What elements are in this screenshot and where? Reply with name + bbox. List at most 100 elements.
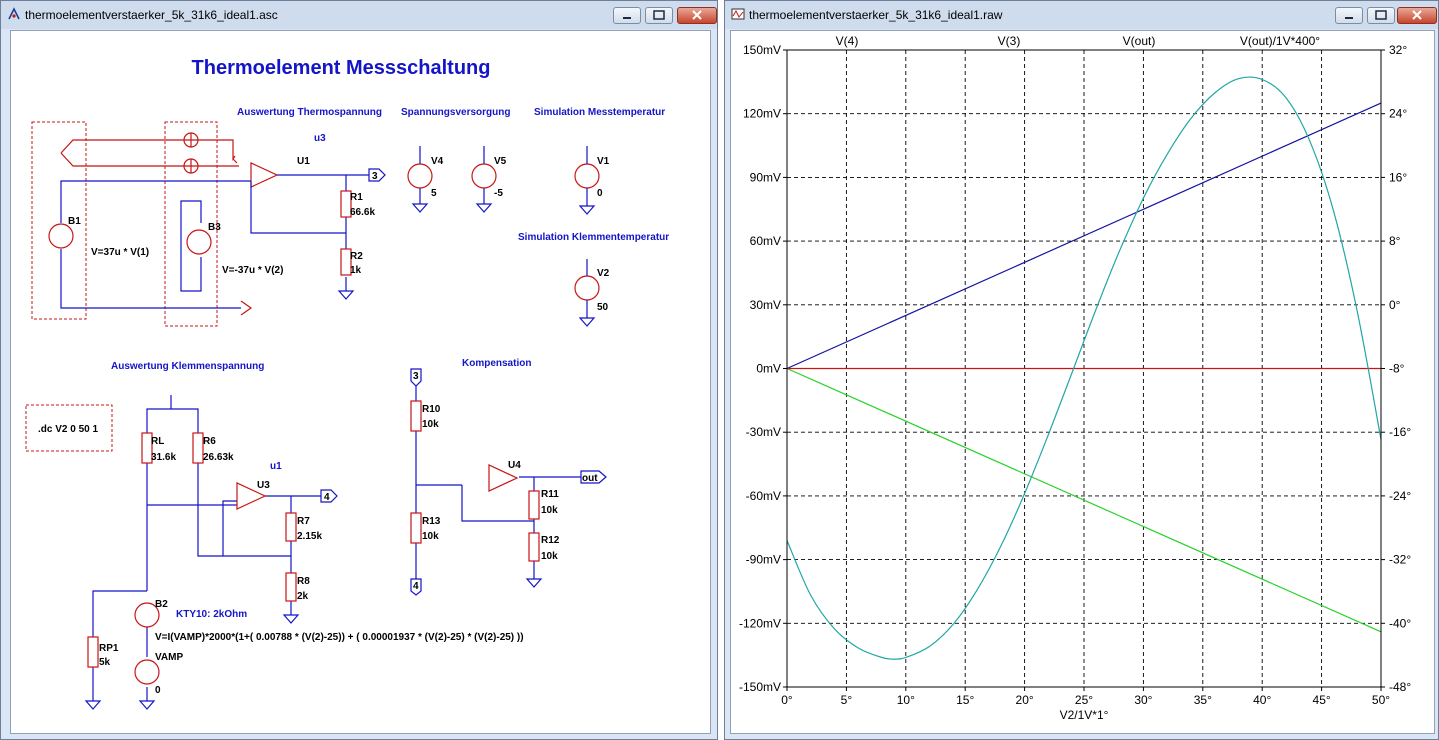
label-sim-messtemperatur: Simulation Messtemperatur <box>534 107 665 118</box>
B1-label: B1 <box>68 216 81 227</box>
net-u3-label: u3 <box>314 133 326 144</box>
right-y-tick-label: -48° <box>1389 680 1411 694</box>
left-y-tick-label: 30mV <box>750 298 781 312</box>
minimize-button[interactable] <box>613 7 641 24</box>
right-y-tick-label: 32° <box>1389 43 1407 57</box>
V1-source <box>574 163 600 189</box>
net-4-label: 4 <box>324 492 330 503</box>
close-icon <box>1412 10 1422 20</box>
right-y-tick-label: 24° <box>1389 107 1407 121</box>
legend-v4[interactable]: V(4) <box>836 34 859 48</box>
thermo-wires <box>60 180 251 309</box>
trace-v4 <box>786 102 1382 370</box>
left-y-tick-label: -150mV <box>739 680 781 694</box>
RL-resistor <box>141 432 153 464</box>
right-y-tick-label: -8° <box>1389 362 1405 376</box>
x-tick-label: 5° <box>841 693 853 707</box>
x-tick-label: 15° <box>956 693 974 707</box>
schematic-titlebar[interactable]: thermoelementverstaerker_5k_31k6_ideal1.… <box>1 1 717 29</box>
B3-expression: V=-37u * V(2) <box>222 265 283 276</box>
legend-vout-scaled[interactable]: V(out)/1V*400° <box>1240 34 1320 48</box>
R1-resistor <box>340 190 352 218</box>
V4-ground <box>411 203 429 213</box>
net-4-in-label: 4 <box>413 581 419 592</box>
B1-expression: V=37u * V(1) <box>91 247 149 258</box>
right-y-tick-labels: 32°24°16°8°0°-8°-16°-24°-32°-40°-48° <box>1381 43 1411 694</box>
net-3-label: 3 <box>372 171 378 182</box>
label-sim-klemmentemperatur: Simulation Klemmentemperatur <box>518 232 669 243</box>
B2-label: B2 <box>155 599 168 610</box>
schematic-drawing[interactable]: Thermoelement Messschaltung Auswertung T… <box>11 31 710 733</box>
schematic-canvas[interactable]: Thermoelement Messschaltung Auswertung T… <box>10 30 711 734</box>
close-button[interactable] <box>677 7 717 24</box>
V2-ground <box>578 317 596 327</box>
net-u1-label: u1 <box>270 461 282 472</box>
thermocouple-wires <box>60 139 239 167</box>
R11-resistor <box>528 490 540 520</box>
maximize-icon <box>653 10 665 20</box>
right-y-tick-label: -24° <box>1389 489 1411 503</box>
x-tick-label: 25° <box>1075 693 1093 707</box>
net-3-in-label: 3 <box>413 371 419 382</box>
R2-ground <box>337 290 355 300</box>
directive-box[interactable] <box>25 404 113 452</box>
right-y-tick-label: 8° <box>1389 234 1401 248</box>
V4-value: 5 <box>431 188 437 199</box>
R8-resistor <box>285 572 297 602</box>
maximize-button[interactable] <box>645 7 673 24</box>
R12-label: R12 <box>541 535 560 546</box>
waveform-plot[interactable]: 0°5°10°15°20°25°30°35°40°45°50° 150mV120… <box>731 31 1434 733</box>
U1-opamp <box>250 162 279 188</box>
label-auswertung-thermo: Auswertung Thermospannung <box>237 107 382 118</box>
maximize-icon <box>1375 10 1387 20</box>
RP1-value: 5k <box>99 657 111 668</box>
V1-ground <box>578 205 596 215</box>
thermocouple-box-left <box>31 121 87 320</box>
left-y-tick-label: 0mV <box>756 362 781 376</box>
V5-label: V5 <box>494 156 507 167</box>
left-y-tick-label: -60mV <box>746 489 781 503</box>
net-out-label: out <box>582 473 598 484</box>
trace-v3 <box>786 367 1382 633</box>
waveform-app-icon <box>731 8 745 20</box>
R7-value: 2.15k <box>297 531 322 542</box>
trace-vout-scaled <box>786 76 1382 660</box>
RL-label: RL <box>151 436 164 447</box>
R13-value: 10k <box>422 531 439 542</box>
left-y-tick-label: 90mV <box>750 170 781 184</box>
V5-source <box>471 163 497 189</box>
RP1-resistor <box>87 636 99 668</box>
left-y-tick-label: 150mV <box>743 43 781 57</box>
waveform-titlebar[interactable]: thermoelementverstaerker_5k_31k6_ideal1.… <box>725 1 1438 29</box>
right-y-tick-label: 16° <box>1389 170 1407 184</box>
label-spannungsversorgung: Spannungsversorgung <box>401 107 510 118</box>
V2-label: V2 <box>597 268 610 279</box>
R13-resistor <box>410 512 422 544</box>
R12-resistor <box>528 532 540 562</box>
left-y-tick-label: 60mV <box>750 234 781 248</box>
R8-ground <box>282 614 300 624</box>
x-tick-labels: 0°5°10°15°20°25°30°35°40°45°50° <box>781 687 1390 707</box>
net-3-port <box>368 168 386 182</box>
VAMP-value: 0 <box>155 685 161 696</box>
waveform-maximize-button[interactable] <box>1367 7 1395 24</box>
R6-resistor <box>192 432 204 464</box>
trace-legend[interactable]: V(4) V(3) V(out) V(out)/1V*400° <box>836 34 1321 48</box>
close-icon <box>692 10 702 20</box>
R7-label: R7 <box>297 516 310 527</box>
R6-value: 26.63k <box>203 452 234 463</box>
plot-frame <box>786 49 1382 688</box>
V2-source <box>574 275 600 301</box>
legend-vout[interactable]: V(out) <box>1123 34 1156 48</box>
B3-label: B3 <box>208 222 221 233</box>
U4-label: U4 <box>508 460 521 471</box>
R10-value: 10k <box>422 419 439 430</box>
legend-v3[interactable]: V(3) <box>998 34 1021 48</box>
x-tick-label: 30° <box>1134 693 1152 707</box>
U3-opamp <box>236 482 267 510</box>
RP1-label: RP1 <box>99 643 119 654</box>
right-y-tick-label: 0° <box>1389 298 1401 312</box>
waveform-minimize-button[interactable] <box>1335 7 1363 24</box>
waveform-close-button[interactable] <box>1397 7 1437 24</box>
